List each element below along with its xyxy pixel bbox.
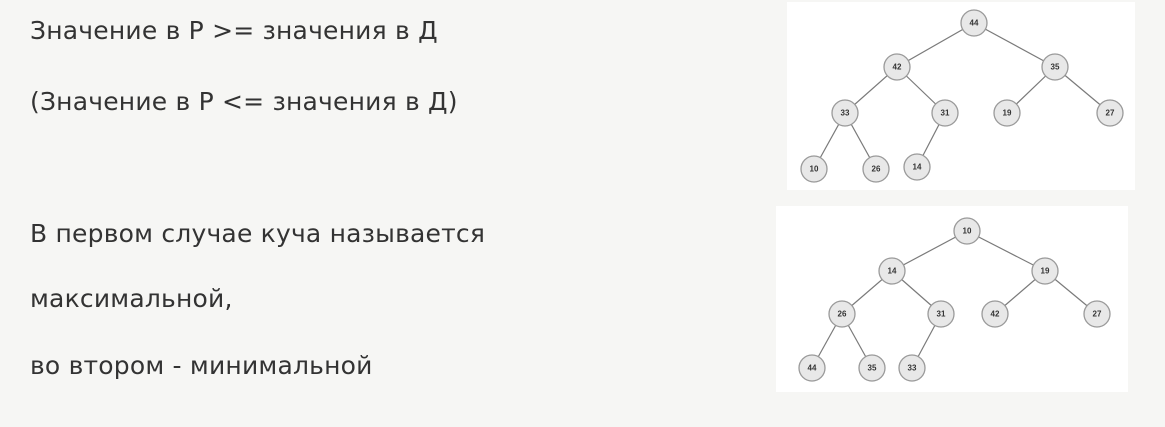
max-heap-node-circle — [831, 99, 859, 127]
min-heap-node-circle — [981, 300, 1009, 328]
max-heap-node: 44 — [960, 9, 988, 37]
max-heap-node: 31 — [931, 99, 959, 127]
explanation-line-3: во втором - минимальной — [30, 351, 373, 380]
max-heap-node-label: 33 — [841, 109, 850, 118]
max-heap-node: 33 — [831, 99, 859, 127]
definition-max-heap: Значение в Р >= значения в Д — [30, 16, 438, 45]
min-heap-node: 27 — [1083, 300, 1111, 328]
min-heap-node: 19 — [1031, 257, 1059, 285]
min-heap-node: 33 — [898, 354, 926, 382]
max-heap-node-label: 31 — [941, 109, 950, 118]
min-heap-node-circle — [1083, 300, 1111, 328]
max-heap-node-circle — [1096, 99, 1124, 127]
max-heap-node-circle — [903, 153, 931, 181]
min-heap-tree: 10 14 19 26 31 42 27 44 35 33 — [798, 217, 1111, 382]
min-heap-node: 44 — [798, 354, 826, 382]
max-heap-node: 14 — [903, 153, 931, 181]
min-heap-node-circle — [927, 300, 955, 328]
max-heap-node-label: 35 — [1051, 63, 1060, 72]
min-heap-edge — [891, 230, 968, 272]
max-heap-node-label: 10 — [810, 165, 819, 174]
min-heap-diagram: 10 14 19 26 31 42 27 44 35 33 — [776, 206, 1128, 392]
max-heap-node-circle — [800, 155, 828, 183]
min-heap-node: 31 — [927, 300, 955, 328]
max-heap-node-circle — [862, 155, 890, 183]
max-heap-tree: 44 42 35 33 31 19 27 10 26 14 — [800, 9, 1124, 183]
min-heap-node-label: 44 — [808, 364, 817, 373]
min-heap-node-label: 10 — [963, 227, 972, 236]
min-heap-node-circle — [953, 217, 981, 245]
max-heap-node-circle — [1041, 53, 1069, 81]
max-heap-node: 19 — [993, 99, 1021, 127]
min-heap-node-label: 19 — [1041, 267, 1050, 276]
max-heap-node: 27 — [1096, 99, 1124, 127]
min-heap-node-circle — [1031, 257, 1059, 285]
min-heap-node: 42 — [981, 300, 1009, 328]
max-heap-edge — [896, 22, 975, 68]
max-heap-node-label: 42 — [893, 63, 902, 72]
max-heap-diagram: 44 42 35 33 31 19 27 10 26 14 — [787, 2, 1135, 190]
explanation-line-1: В первом случае куча называется — [30, 219, 486, 248]
max-heap-node-circle — [883, 53, 911, 81]
min-heap-node-label: 27 — [1093, 310, 1102, 319]
min-heap-node-label: 14 — [888, 267, 897, 276]
max-heap-node-label: 26 — [872, 165, 881, 174]
min-heap-node-circle — [828, 300, 856, 328]
max-heap-node: 10 — [800, 155, 828, 183]
max-heap-node: 42 — [883, 53, 911, 81]
max-heap-node: 35 — [1041, 53, 1069, 81]
min-heap-edge — [966, 230, 1046, 272]
min-heap-node-label: 26 — [838, 310, 847, 319]
max-heap-node-label: 14 — [913, 163, 922, 172]
min-heap-node-label: 33 — [908, 364, 917, 373]
min-heap-node-circle — [798, 354, 826, 382]
min-heap-node-circle — [858, 354, 886, 382]
min-heap-node-circle — [898, 354, 926, 382]
min-heap-node-circle — [878, 257, 906, 285]
max-heap-node-label: 19 — [1003, 109, 1012, 118]
min-heap-node-label: 35 — [868, 364, 877, 373]
max-heap-node-label: 27 — [1106, 109, 1115, 118]
max-heap-node: 26 — [862, 155, 890, 183]
min-heap-node-label: 31 — [937, 310, 946, 319]
max-heap-node-label: 44 — [970, 19, 979, 28]
max-heap-edge — [973, 22, 1056, 68]
min-heap-node: 35 — [858, 354, 886, 382]
explanation-line-2: максимальной, — [30, 284, 233, 313]
min-heap-node: 14 — [878, 257, 906, 285]
min-heap-node-label: 42 — [991, 310, 1000, 319]
definition-min-heap: (Значение в Р <= значения в Д) — [30, 87, 458, 116]
max-heap-node-circle — [993, 99, 1021, 127]
min-heap-node: 10 — [953, 217, 981, 245]
max-heap-node-circle — [931, 99, 959, 127]
max-heap-node-circle — [960, 9, 988, 37]
min-heap-node: 26 — [828, 300, 856, 328]
